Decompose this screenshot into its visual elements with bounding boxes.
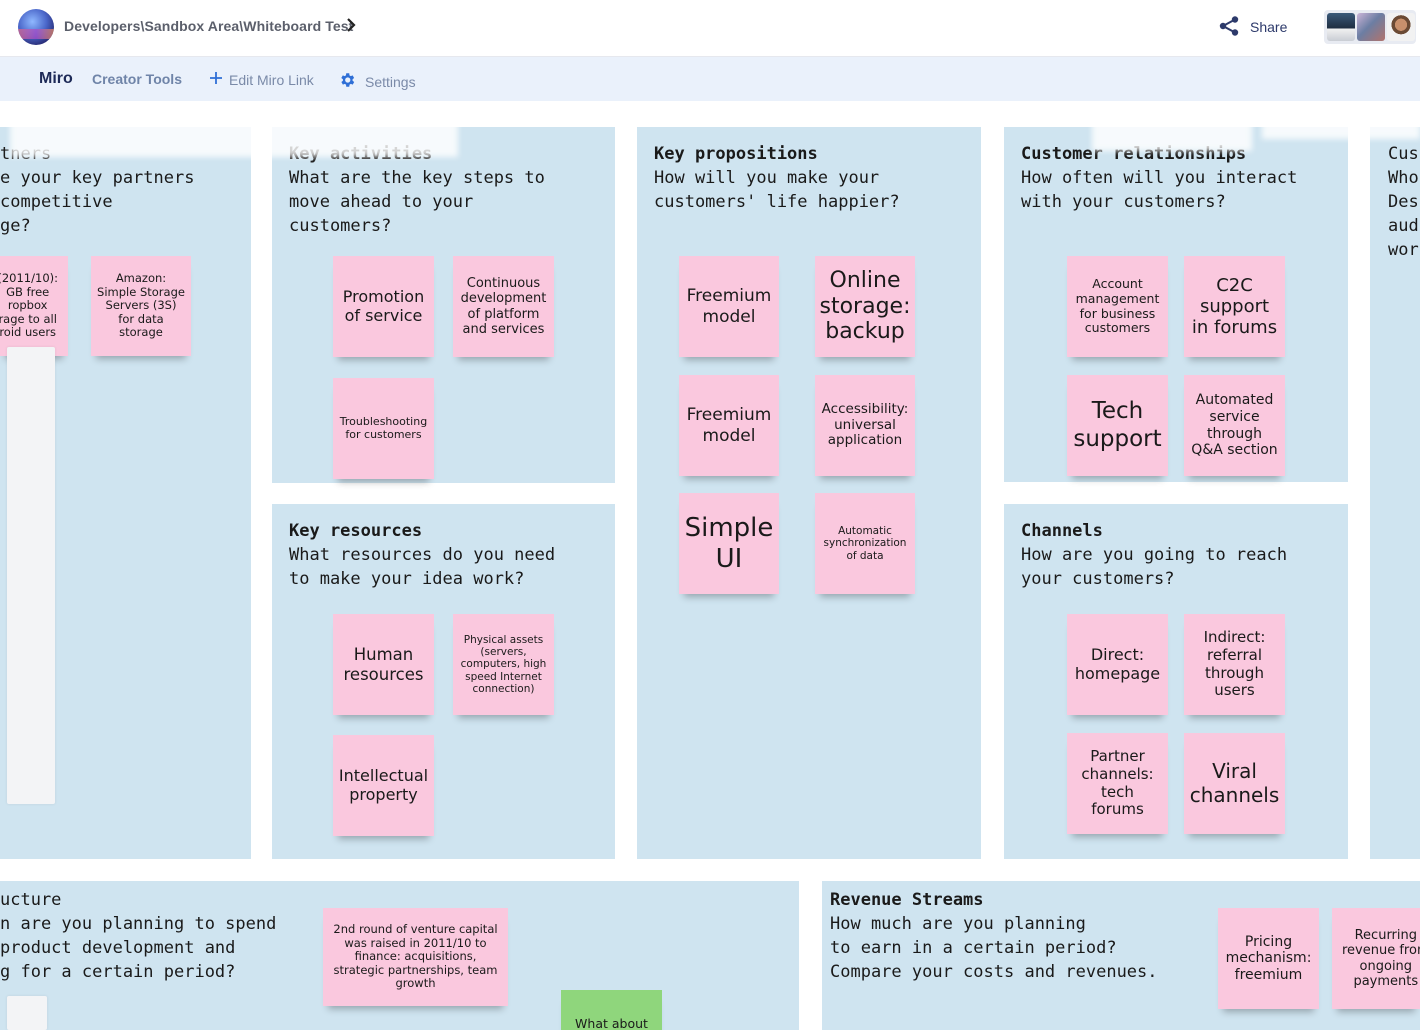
sticky-note[interactable]: (2011/10): GB free ropbox rage to all ro… (0, 256, 68, 356)
channels-title: Channels (1021, 521, 1103, 541)
overlay-ghost (1262, 111, 1420, 139)
plus-icon (209, 71, 223, 88)
share-icon (1218, 15, 1240, 40)
breadcrumb[interactable]: Developers\Sandbox Area\Whiteboard Test (64, 18, 354, 34)
edit-miro-link-label: Edit Miro Link (229, 71, 314, 88)
customer-relationships-text: How often will you interact with your cu… (1021, 168, 1298, 212)
settings-button[interactable]: Settings (338, 71, 416, 92)
sticky-note[interactable]: Continuous development of platform and s… (453, 256, 554, 357)
whiteboard-canvas[interactable]: tners e your key partners competitive ge… (0, 101, 1420, 1030)
key-activities-panel[interactable]: Key activities What are the key steps to… (272, 127, 615, 483)
tab-miro[interactable]: Miro (39, 70, 73, 87)
avatar[interactable] (1387, 13, 1415, 41)
avatar[interactable] (1357, 13, 1385, 41)
key-propositions-text: How will you make your customers' life h… (654, 168, 900, 212)
sticky-note[interactable]: Freemium model (679, 256, 779, 357)
avatar[interactable] (1327, 13, 1355, 41)
overlay-ghost (10, 111, 458, 157)
revenue-streams-title: Revenue Streams (830, 890, 984, 910)
share-label: Share (1250, 19, 1288, 35)
sticky-note[interactable]: Physical assets (servers, computers, hig… (453, 614, 554, 715)
sticky-note[interactable]: Automatic synchronization of data (815, 493, 915, 594)
share-button[interactable]: Share (1218, 14, 1287, 40)
sticky-note[interactable]: Account management for business customer… (1067, 256, 1168, 357)
sticky-note[interactable]: Pricing mechanism: freemium (1218, 908, 1319, 1009)
sticky-note[interactable]: Promotion of service (333, 256, 434, 357)
channels-text: How are you going to reach your customer… (1021, 545, 1288, 589)
chevron-right-icon[interactable] (344, 15, 358, 40)
sticky-note[interactable]: Online storage: backup (815, 256, 915, 357)
sticky-note[interactable]: Accessibility: universal application (815, 375, 915, 476)
settings-label: Settings (365, 73, 416, 90)
key-resources-text: What resources do you need to make your … (289, 545, 556, 589)
channels-panel[interactable]: Channels How are you going to reach your… (1004, 504, 1348, 859)
scroll-handle[interactable] (7, 996, 47, 1030)
sticky-note[interactable]: Human resources (333, 614, 434, 715)
customer-segments-text: Cus Who Des aud wor (1388, 144, 1419, 260)
key-partners-text: tners e your key partners competitive ge… (0, 144, 195, 236)
sticky-note[interactable]: Intellectual property (333, 735, 434, 836)
plugin-toolbar: Miro Creator Tools Edit Miro Link Settin… (0, 57, 1420, 101)
key-propositions-title: Key propositions (654, 144, 818, 164)
key-propositions-panel[interactable]: Key propositions How will you make your … (637, 127, 981, 859)
overlay-ghost (1092, 111, 1252, 151)
sticky-note[interactable]: Indirect: referral through users (1184, 614, 1285, 715)
gear-icon (338, 71, 356, 92)
sticky-note[interactable]: 2nd round of venture capital was raised … (323, 908, 508, 1006)
sticky-note[interactable]: Troubleshooting for customers (333, 378, 434, 479)
sticky-note[interactable]: Simple UI (679, 493, 779, 594)
key-resources-panel[interactable]: Key resources What resources do you need… (272, 504, 615, 859)
sticky-note[interactable]: Automated service through Q&A section (1184, 375, 1285, 476)
edit-miro-link-button[interactable]: Edit Miro Link (209, 71, 314, 88)
key-activities-text: What are the key steps to move ahead to … (289, 168, 545, 236)
sticky-note[interactable]: C2C support in forums (1184, 256, 1285, 357)
revenue-streams-text: How much are you planning to earn in a c… (830, 914, 1158, 982)
revenue-streams-panel[interactable]: Revenue Streams How much are you plannin… (822, 881, 1420, 1030)
cost-structure-text: ucture n are you planning to spend produ… (0, 890, 277, 982)
sticky-note[interactable]: Recurring revenue from ongoing payments (1332, 908, 1420, 1009)
sticky-note[interactable]: Freemium model (679, 375, 779, 476)
customer-segments-panel[interactable]: Cus Who Des aud wor (1370, 127, 1420, 859)
key-resources-title: Key resources (289, 521, 423, 541)
sticky-note[interactable]: Viral channels (1184, 733, 1285, 834)
customer-relationships-panel[interactable]: Customer relationships How often will yo… (1004, 127, 1348, 482)
workspace-logo[interactable] (18, 9, 54, 45)
sticky-note[interactable]: Direct: homepage (1067, 614, 1168, 715)
sticky-note[interactable]: What about (561, 990, 662, 1030)
vertical-scrollbar[interactable] (7, 347, 55, 804)
top-header: Developers\Sandbox Area\Whiteboard Test … (0, 0, 1420, 57)
sticky-note[interactable]: Tech support (1067, 375, 1168, 476)
sticky-note[interactable]: Amazon: Simple Storage Servers (3S) for … (91, 256, 191, 356)
collaborator-avatars[interactable] (1324, 10, 1416, 44)
sticky-note[interactable]: Partner channels: tech forums (1067, 733, 1168, 834)
tab-creator-tools[interactable]: Creator Tools (92, 71, 182, 87)
